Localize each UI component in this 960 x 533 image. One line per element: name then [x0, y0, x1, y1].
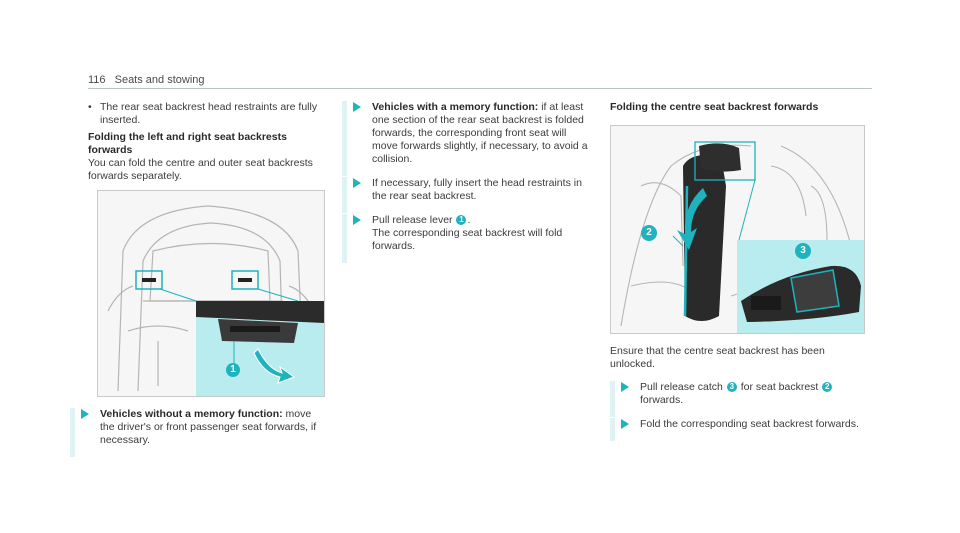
page-number: 116 — [88, 74, 106, 86]
step-arrow-icon — [353, 178, 361, 188]
step-text: Pull release lever — [372, 214, 456, 226]
step-fold-backrest: Fold the corresponding seat backrest for… — [610, 418, 872, 441]
column-1: • The rear seat backrest head restraints… — [88, 101, 326, 183]
step-label: Vehicles without a memory function: — [100, 408, 283, 420]
step-arrow-icon — [353, 102, 361, 112]
callout-1: 1 — [226, 363, 240, 377]
step-arrow-icon — [621, 382, 629, 392]
detail-inset — [196, 301, 324, 396]
section-title: Seats and stowing — [114, 74, 205, 86]
step-result-text: The corresponding seat backrest will fol… — [372, 227, 563, 252]
column-2: Vehicles with a memory function: if at l… — [342, 101, 594, 264]
latch-right-highlight — [231, 270, 259, 290]
step-bar — [342, 214, 347, 263]
figure-rear-backrests: 1 — [97, 190, 325, 397]
step-text-end: . — [467, 214, 471, 226]
detail-inset-catch — [737, 240, 864, 333]
step-text: move the driver's or front passenger sea… — [100, 408, 317, 446]
step-arrow-icon — [621, 419, 629, 429]
step-text-mid: for seat backrest — [737, 381, 822, 393]
intro-paragraph: You can fold the centre and outer seat b… — [88, 157, 313, 182]
precondition-paragraph: Ensure that the centre seat backrest has… — [610, 345, 825, 370]
callout-2-inline: 2 — [822, 382, 833, 393]
column-3-body: Ensure that the centre seat backrest has… — [610, 345, 872, 442]
step-memory-function: Vehicles with a memory function: if at l… — [342, 101, 594, 176]
step-bar — [342, 101, 347, 176]
section-heading: Folding the left and right seat backrest… — [88, 131, 287, 156]
step-bar — [610, 418, 615, 441]
step-label: Vehicles with a memory function: — [372, 101, 539, 113]
column-1-steps: Vehicles without a memory function: move… — [70, 408, 326, 458]
step-move-front-seat: Vehicles without a memory function: move… — [70, 408, 326, 457]
column-3: Folding the centre seat backrest forward… — [610, 101, 872, 114]
centre-backrest — [683, 143, 741, 321]
prerequisite-bullet: • The rear seat backrest head restraints… — [88, 101, 326, 127]
step-insert-head-restraints: If necessary, fully insert the head rest… — [342, 177, 594, 213]
step-pull-release-catch: Pull release catch 3 for seat backrest 2… — [610, 381, 872, 417]
step-text-end: forwards. — [640, 394, 684, 406]
callout-1-inline: 1 — [456, 215, 467, 226]
page-header: 116 Seats and stowing — [88, 74, 205, 86]
latch-left-highlight — [135, 270, 163, 290]
callout-2: 2 — [641, 225, 657, 241]
step-pull-release-lever: Pull release lever 1. The corresponding … — [342, 214, 594, 263]
step-text: Pull release catch — [640, 381, 726, 393]
callout-3: 3 — [795, 243, 811, 259]
bullet-dot: • — [88, 101, 92, 113]
step-bar — [70, 408, 75, 457]
step-bar — [342, 177, 347, 213]
step-arrow-icon — [81, 409, 89, 419]
step-text: If necessary, fully insert the head rest… — [372, 177, 582, 202]
step-arrow-icon — [353, 215, 361, 225]
rear-seat-illustration — [98, 191, 324, 396]
section-heading: Folding the centre seat backrest forward… — [610, 101, 819, 113]
step-text: Fold the corresponding seat backrest for… — [640, 418, 859, 430]
step-bar — [610, 381, 615, 417]
figure-centre-backrest: 2 3 — [610, 125, 865, 334]
header-divider — [88, 88, 872, 89]
step-text: if at least one section of the rear seat… — [372, 101, 588, 165]
callout-3-inline: 3 — [726, 382, 737, 393]
bullet-text: The rear seat backrest head restraints a… — [100, 101, 318, 126]
